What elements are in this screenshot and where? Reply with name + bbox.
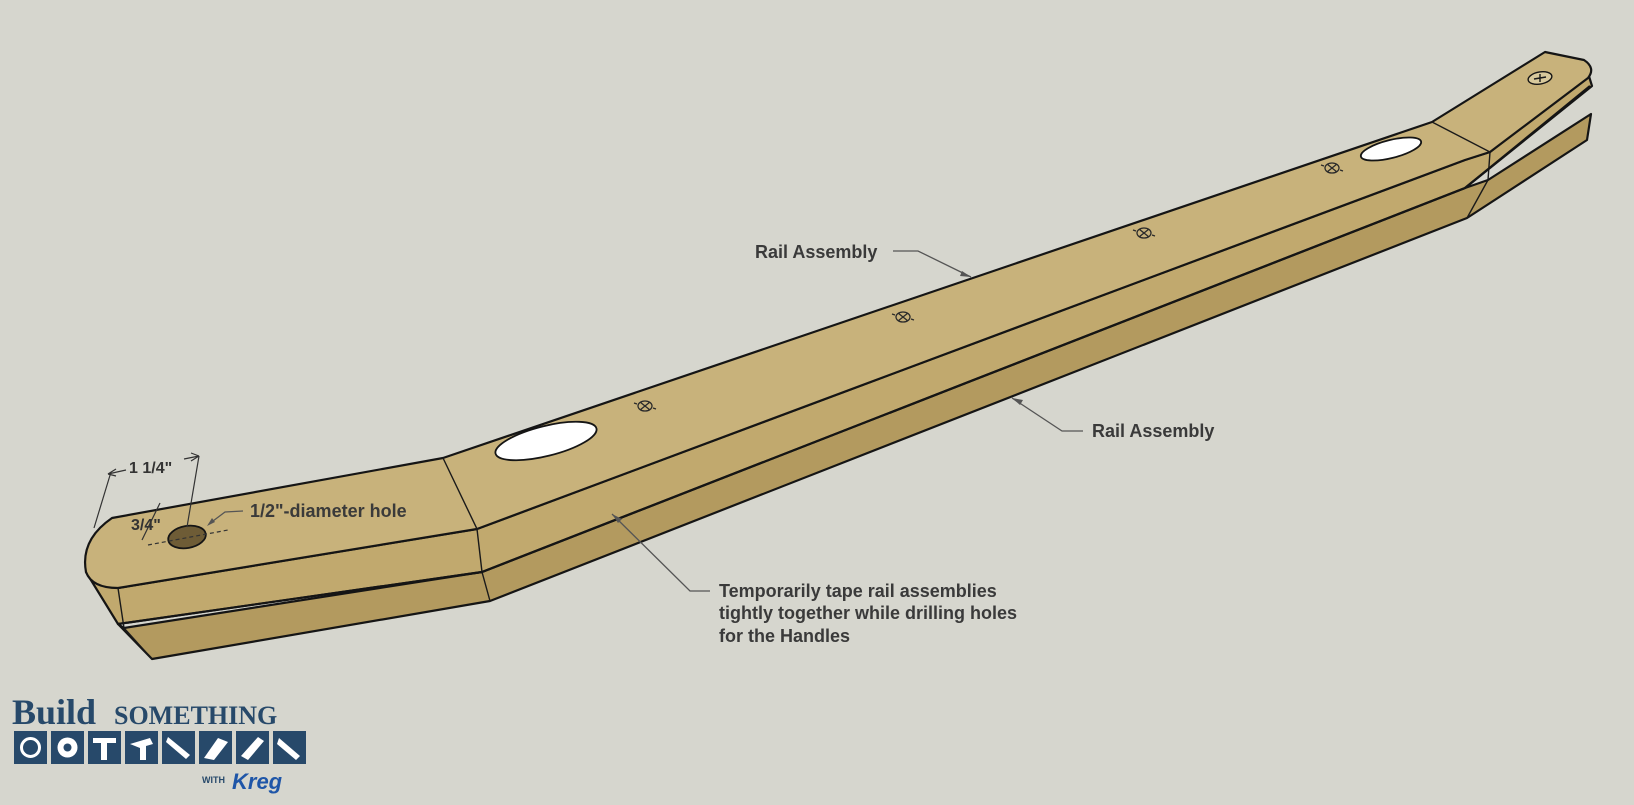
leader-note xyxy=(611,513,710,592)
rail-split-line xyxy=(117,85,1591,626)
label-hole: 1/2"-diameter hole xyxy=(250,501,407,521)
dim-arrow-right xyxy=(190,452,200,462)
tool-tile-1-icon xyxy=(14,731,47,764)
dim-offset-line xyxy=(141,502,161,541)
logo-with: WITH xyxy=(202,775,225,785)
screw-marker xyxy=(1132,227,1156,239)
leader-hole xyxy=(208,510,244,525)
buildsomething-logo: Build SOMETHING WITH Kreg xyxy=(12,692,306,794)
screw-markers xyxy=(633,162,1344,412)
label-rail-assembly-top: Rail Assembly xyxy=(755,242,877,262)
end-edge-left xyxy=(117,587,153,660)
note-line-1: Temporarily tape rail assemblies xyxy=(719,581,997,601)
logo-kreg: Kreg xyxy=(232,769,283,794)
leader-arrow-bottom xyxy=(1012,398,1023,405)
screw-marker xyxy=(1320,162,1344,174)
logo-tool-icons xyxy=(14,731,306,764)
dim-width-ext-left xyxy=(93,471,112,529)
note-line-2: tightly together while drilling holes xyxy=(719,603,1017,623)
dim-width-line xyxy=(107,455,200,475)
logo-word-something: SOMETHING xyxy=(114,701,277,730)
lower-rail-front-face xyxy=(116,112,1593,661)
dim-offset-text: 3/4" xyxy=(131,517,161,534)
dim-width-ext-right xyxy=(186,455,200,528)
leader-rail-assembly-bottom xyxy=(1011,397,1083,432)
logo-word-build: Build xyxy=(12,692,96,732)
joint-line-left xyxy=(442,457,491,602)
rail-assembly-model xyxy=(84,50,1594,661)
dim-width-text: 1 1/4" xyxy=(129,460,172,477)
leader-arrow-hole xyxy=(207,518,215,526)
label-rail-assembly-bottom: Rail Assembly xyxy=(1092,421,1214,441)
leader-arrow-note xyxy=(612,514,622,523)
far-end-hole-mark xyxy=(1533,74,1547,82)
note-line-3: for the Handles xyxy=(719,626,850,646)
dimension-lines xyxy=(93,452,229,546)
joint-line-right xyxy=(1431,121,1491,219)
handle-hole-left xyxy=(494,420,598,462)
leader-arrow-top xyxy=(960,271,971,277)
upper-rail-top-face xyxy=(84,50,1593,590)
leader-rail-assembly-top xyxy=(893,250,972,278)
screw-marker xyxy=(633,400,657,412)
screw-marker xyxy=(891,311,915,323)
handle-hole-right xyxy=(1359,136,1423,162)
dim-arrow-left xyxy=(107,468,117,477)
